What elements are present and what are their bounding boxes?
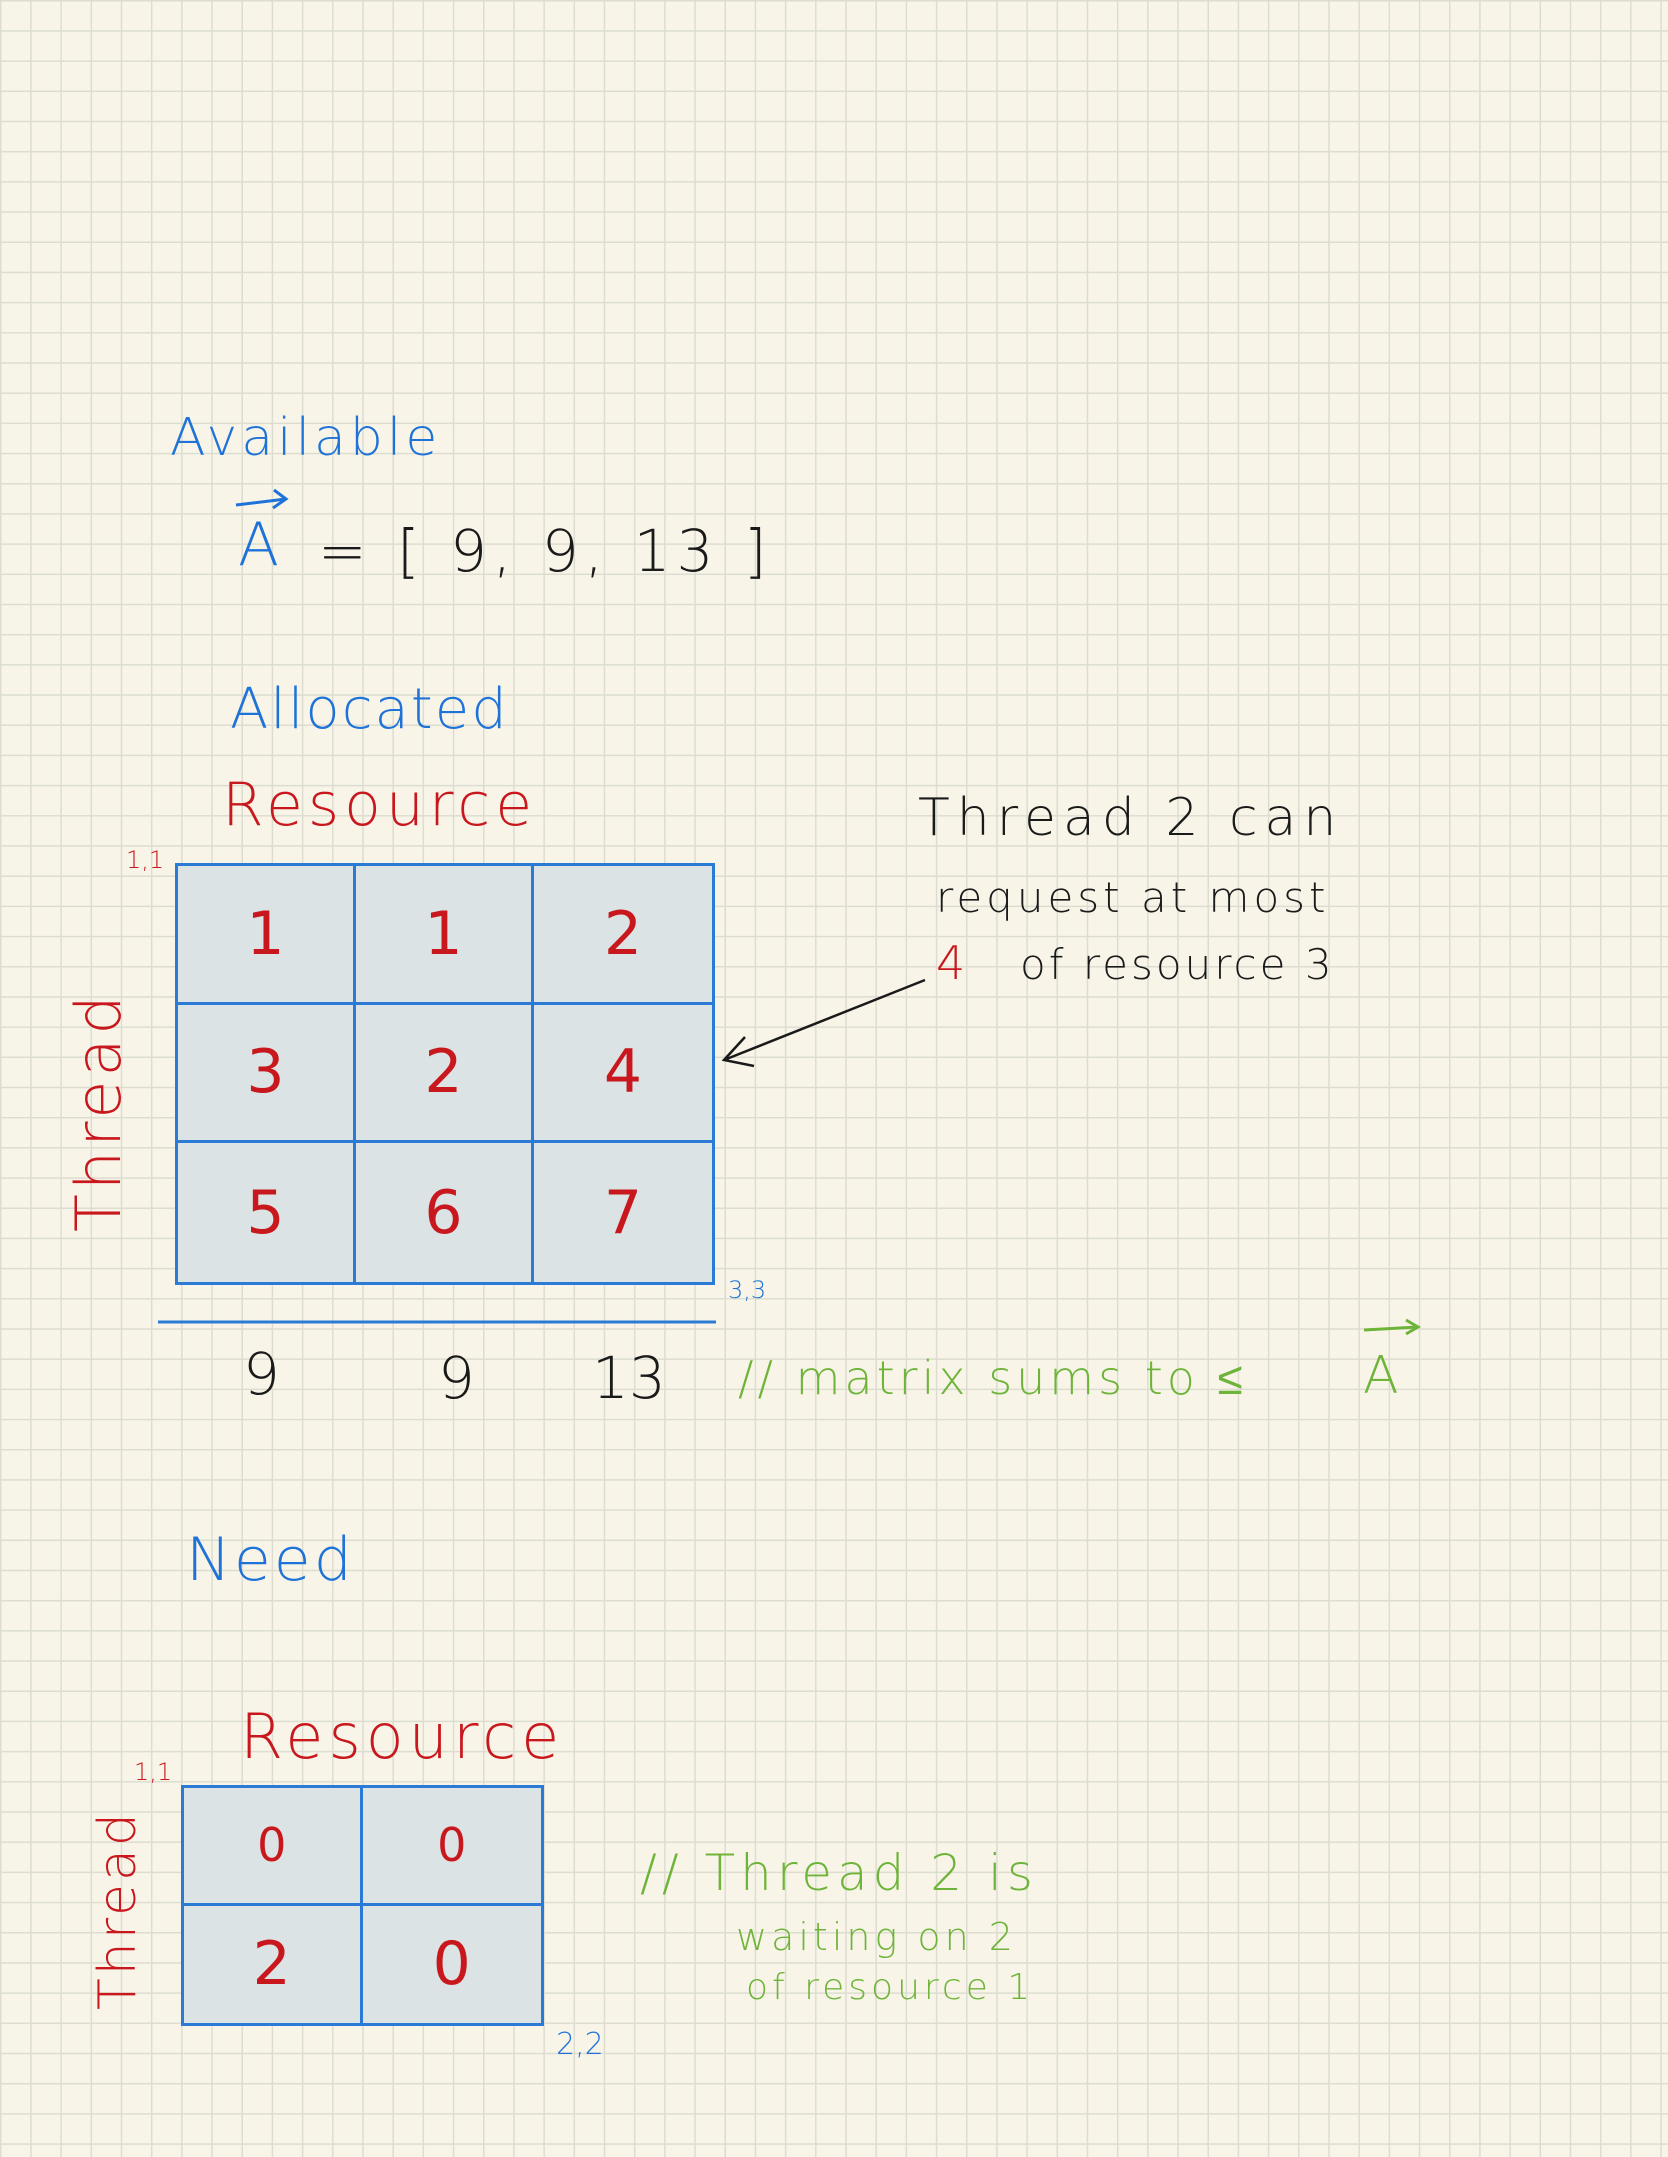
annotation-line-3: of resource 3 [1020, 940, 1335, 989]
allocated-cell: 7 [603, 1177, 643, 1248]
column-sum-2: 9 [438, 1344, 475, 1412]
allocated-label: Allocated [230, 677, 509, 742]
need-cell: 0 [432, 1929, 471, 2000]
need-thread-label: Thread [88, 1810, 148, 2010]
annotation-highlight-value: 4 [936, 936, 966, 990]
need-cell: 2 [184, 1905, 363, 2023]
need-cell: 0 [184, 1788, 363, 1906]
allocated-corner-top-left: 1,1 [126, 846, 165, 874]
allocated-cell: 6 [356, 1143, 534, 1282]
allocated-cell: 3 [178, 1004, 356, 1144]
need-comment-line-2: waiting on 2 [736, 1915, 1017, 1959]
allocated-cell: 1 [178, 866, 356, 1005]
need-corner-bottom-right: 2,2 [556, 2027, 604, 2062]
allocated-resource-label: Resource [222, 770, 538, 840]
annotation-line-1: Thread 2 can [918, 788, 1344, 848]
available-label: Available [170, 408, 442, 468]
allocated-corner-bottom-right: 3,3 [728, 1276, 767, 1304]
annotation-line-2: request at most [936, 873, 1330, 922]
sum-comment: // matrix sums to ≤ [738, 1351, 1247, 1405]
available-vector-expression: = [ 9, 9, 13 ] [318, 517, 773, 585]
column-sum-1: 9 [243, 1340, 280, 1408]
need-comment-line-3: of resource 1 [746, 1967, 1035, 2008]
sum-comment-vector-symbol: A [1363, 1346, 1399, 1406]
allocated-cell: 4 [534, 1005, 712, 1144]
need-cell: 0 [362, 1788, 541, 1906]
allocated-cell: 1 [356, 866, 534, 1005]
allocated-cell: 2 [534, 866, 712, 1005]
need-resource-label: Resource [240, 1700, 565, 1773]
need-comment-line-1: // Thread 2 is [640, 1844, 1038, 1902]
allocated-matrix: 1 1 2 3 2 4 5 6 7 [175, 863, 715, 1285]
allocated-cell: 2 [356, 1004, 534, 1144]
column-sum-3: 13 [592, 1344, 666, 1412]
need-label: Need [186, 1525, 355, 1595]
allocated-cell: 5 [178, 1143, 356, 1282]
need-corner-top-left: 1,1 [134, 1758, 173, 1786]
need-matrix: 0 0 2 0 [181, 1785, 544, 2026]
vector-a-symbol: A [238, 510, 280, 580]
